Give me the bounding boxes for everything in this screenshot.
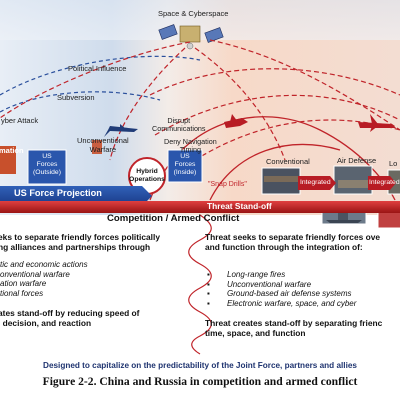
wave-divider: [188, 214, 212, 355]
figure-caption: Figure 2-2. China and Russia in competit…: [42, 375, 358, 388]
right-column-footer: Threat creates stand-off by separating f…: [205, 318, 383, 339]
list-item: tic and economic actions: [0, 260, 88, 269]
political-influence-label: Political Influence: [68, 64, 127, 73]
threat-standoff-bar: [0, 201, 400, 213]
list-item: tional forces: [0, 288, 44, 298]
list-item: Electronic warfare, space, and cyber: [205, 299, 400, 309]
list-item: onventional warfare: [0, 269, 70, 279]
disrupt-communications-label: Disrupt Communications: [152, 116, 206, 133]
cyber-attack-label: yber Attack: [1, 116, 39, 125]
integrated-arrow-2: [368, 176, 396, 190]
integrated-label-2: Integrated: [369, 179, 400, 186]
ship-icon: [321, 209, 367, 225]
space-cyberspace-label: Space & Cyberspace: [158, 9, 229, 18]
list-item: Unconventional warfare: [205, 280, 400, 290]
fighter-jet-icon: [104, 124, 138, 137]
designed-text: Designed to capitalize on the predictabi…: [43, 361, 357, 370]
right-column-list: Long-range fires Unconventional warfare …: [205, 270, 400, 308]
us-forces-outside-label: US Forces (Outside): [33, 153, 61, 176]
right-column-heading: Threat seeks to separate friendly forces…: [205, 232, 381, 252]
unconventional-warfare-label: Unconventional Warfare: [77, 136, 129, 154]
subversion-label: Subversion: [57, 93, 95, 102]
threat-standoff-label: Threat Stand-off: [207, 201, 272, 211]
deny-navigation-label: Deny Navigation Timing: [164, 137, 217, 154]
left-column-heading: eks to separate friendly forces politica…: [0, 232, 160, 252]
red-transport-plane-icon: [358, 114, 396, 132]
information-box: [0, 146, 16, 174]
air-defense-label: Air Defense: [337, 156, 377, 165]
us-force-projection-label: US Force Projection: [14, 188, 102, 198]
left-column-footer: ates stand-off by reducing speed of , de…: [0, 308, 140, 329]
left-column-list: tic and economic actions onventional war…: [0, 260, 198, 298]
hybrid-operations-label: Hybrid Operations: [129, 168, 165, 183]
list-item: Long-range fires: [205, 270, 400, 280]
us-forces-outside-box: [27, 149, 67, 185]
red-fighter-icon: [224, 114, 248, 128]
us-forces-inside-label: US Forces (Inside): [173, 153, 197, 176]
long-range-label: Lo: [389, 159, 398, 168]
conventional-label: Conventional: [266, 157, 310, 166]
list-item: Ground-based air defense systems: [205, 289, 400, 299]
us-forces-inside-box: [167, 149, 203, 183]
left-column: eks to separate friendly forces politica…: [0, 232, 198, 328]
right-column: Threat seeks to separate friendly forces…: [205, 232, 400, 338]
integrated-label-1: Integrated: [300, 179, 331, 186]
competition-armed-conflict-label: Competition / Armed Conflict: [107, 213, 240, 224]
blue-arcs: [0, 55, 201, 113]
information-label: mation: [0, 146, 24, 155]
integrated-arrow-1: [298, 176, 336, 190]
list-item: ation warfare: [0, 279, 47, 289]
snap-drills-label: "Snap Drills": [208, 181, 247, 188]
